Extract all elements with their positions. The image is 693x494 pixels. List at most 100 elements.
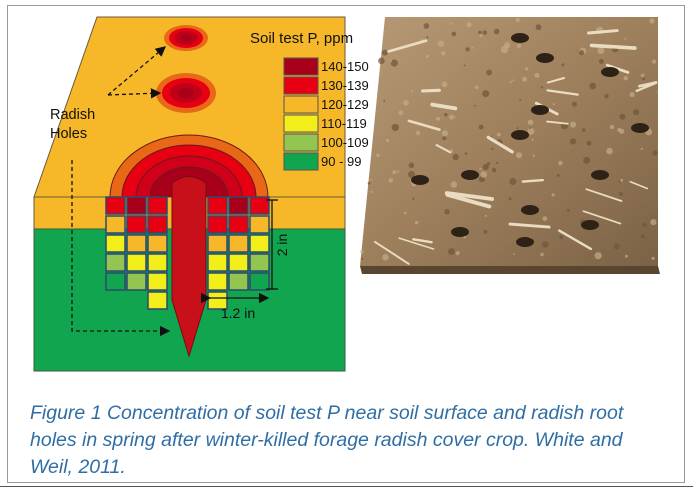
crop-residue	[407, 119, 441, 131]
soil-clod	[403, 100, 409, 106]
grid-cell	[126, 253, 147, 272]
soil-clod	[360, 250, 364, 254]
soil-clod	[652, 150, 658, 156]
soil-clod	[388, 178, 394, 183]
soil-clod	[519, 99, 522, 101]
soil-phosphorus-diagram: Radish Holes 2 in 1.2 in Soil test P, pp…	[33, 16, 660, 372]
grid-cell	[147, 196, 168, 215]
width-label: 1.2 in	[221, 305, 255, 321]
soil-clod	[376, 153, 380, 158]
soil-clod	[535, 24, 542, 31]
soil-clod	[479, 167, 482, 170]
soil-clod	[448, 248, 455, 256]
soil-clod	[361, 257, 364, 260]
soil-clod	[640, 73, 645, 78]
soil-clod	[411, 90, 414, 93]
arrow-to-root	[71, 160, 171, 337]
crop-residue	[629, 180, 649, 190]
grid-cell	[249, 253, 270, 272]
crop-residue	[558, 229, 593, 251]
soil-clod	[594, 252, 602, 260]
soil-clod	[552, 103, 556, 106]
soil-clod	[465, 47, 470, 52]
grid-cell	[249, 215, 270, 234]
root-hole	[581, 220, 599, 230]
soil-clod	[437, 40, 445, 47]
legend-swatch	[283, 114, 319, 133]
soil-clod	[649, 18, 655, 24]
soil-clod	[479, 34, 483, 38]
soil-clod	[540, 86, 544, 89]
legend-title: Soil test P, ppm	[250, 30, 353, 47]
soil-clod	[367, 181, 371, 185]
soil-clod	[651, 59, 657, 64]
soil-clod	[370, 190, 373, 194]
soil-clod	[618, 192, 623, 196]
soil-clod	[484, 214, 487, 217]
root-hole	[521, 205, 539, 215]
soil-clod	[486, 69, 492, 76]
soil-clod	[579, 50, 585, 56]
soil-clod	[493, 28, 500, 35]
soil-clod	[620, 178, 623, 182]
crop-residue	[421, 88, 441, 93]
grid-cell	[105, 253, 126, 272]
soil-photo	[360, 17, 660, 274]
soil-clod	[452, 153, 459, 161]
soil-clod	[451, 31, 457, 37]
soil-clod	[385, 138, 390, 143]
soil-clod	[619, 113, 626, 120]
grid-cell	[147, 253, 168, 272]
soil-clod	[515, 17, 520, 23]
root-hole	[601, 67, 619, 77]
soil-clod	[381, 49, 388, 56]
crop-residue	[546, 120, 569, 125]
soil-clod	[473, 104, 476, 107]
soil-clod	[414, 220, 419, 225]
crop-residue	[546, 89, 579, 96]
soil-clod	[454, 116, 457, 118]
soil-clod	[463, 64, 466, 67]
soil-clod	[531, 138, 534, 141]
crop-residue	[582, 210, 622, 225]
soil-clod	[441, 51, 446, 56]
soil-clod	[516, 44, 522, 49]
soil-clod	[650, 219, 657, 226]
grid-cell	[147, 234, 168, 253]
arrow-to-hole-2	[107, 88, 162, 99]
soil-clod	[656, 91, 659, 93]
grid-cell	[228, 234, 249, 253]
grid-cell	[249, 234, 270, 253]
soil-clod	[633, 109, 640, 116]
grid-cell	[207, 196, 228, 215]
grid-cell	[105, 272, 126, 291]
soil-clod	[397, 170, 400, 173]
soil-clod	[642, 77, 646, 81]
grid-cell	[147, 272, 168, 291]
soil-clod	[408, 162, 415, 169]
soil-clod	[389, 60, 392, 63]
grid-cell	[105, 196, 126, 215]
crop-residue	[387, 39, 428, 53]
grid-cell	[228, 196, 249, 215]
soil-clod	[504, 42, 511, 49]
soil-clod	[606, 147, 613, 155]
crop-residue	[444, 191, 495, 201]
grid-cell	[228, 253, 249, 272]
soil-clod	[613, 243, 620, 250]
soil-clod	[609, 124, 615, 130]
soil-clod	[383, 99, 386, 102]
soil-clod	[597, 47, 605, 54]
grid-cell	[126, 215, 147, 234]
soil-clod	[509, 178, 517, 185]
soil-clod	[408, 170, 415, 178]
soil-clod	[398, 110, 404, 116]
crop-residue	[486, 135, 514, 154]
soil-clod	[527, 119, 534, 126]
radish-holes-label-2: Holes	[50, 126, 87, 142]
crop-residue	[445, 192, 492, 209]
surface-hole-1	[164, 25, 208, 51]
soil-clod	[426, 36, 429, 39]
grid-cell	[228, 215, 249, 234]
